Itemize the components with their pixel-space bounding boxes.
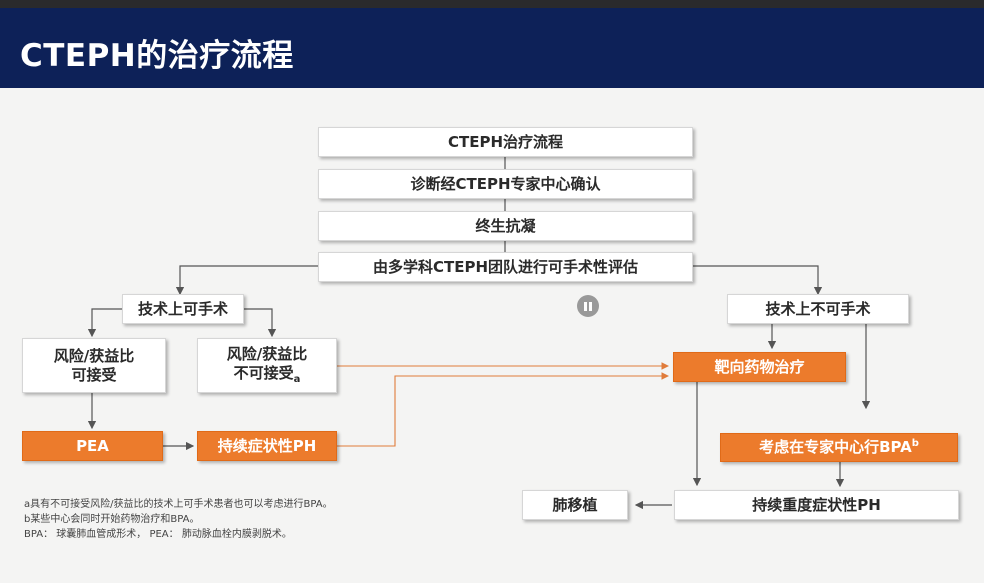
node-operability-assessment: 由多学科CTEPH团队进行可手术性评估 [318,252,693,282]
node-cteph-treatment-flow-label: CTEPH治疗流程 [447,132,564,151]
footnote-marker-b: b [911,438,919,450]
node-risk-acceptable-line1: 风险/获益比 [53,346,135,365]
node-pea-label: PEA [76,436,109,455]
node-operability-assessment-label: 由多学科CTEPH团队进行可手术性评估 [372,257,639,276]
node-targeted-drug-therapy-label: 靶向药物治疗 [714,357,805,376]
node-persistent-symptomatic-ph-label: 持续症状性PH [217,436,317,455]
node-persistent-severe-ph-label: 持续重度症状性PH [752,495,881,514]
node-consider-bpa: 考虑在专家中心行BPAb [720,433,958,462]
slide-title: CTEPH的治疗流程 [20,38,294,74]
node-risk-not-acceptable-line2: 不可接受a [234,364,301,387]
node-risk-acceptable: 风险/获益比 可接受 [22,338,166,393]
node-technically-inoperable: 技术上不可手术 [727,294,909,324]
node-consider-bpa-label: 考虑在专家中心行BPAb [759,438,919,457]
footnote-abbreviations: BPA： 球囊肺血管成形术， PEA： 肺动脉血栓内膜剥脱术。 [24,529,292,540]
node-diagnosis-confirmed: 诊断经CTEPH专家中心确认 [318,169,693,199]
connector-to-risk-ok [87,308,122,338]
node-lung-transplant: 肺移植 [522,490,628,520]
footnote-marker-a: a [293,373,301,385]
node-technically-operable-label: 技术上可手术 [137,299,228,318]
node-consider-bpa-text: 考虑在专家中心行BPA [759,438,912,457]
node-pea: PEA [22,431,163,461]
node-risk-not-acceptable-text: 不可接受 [233,363,294,382]
node-lung-transplant-label: 肺移植 [552,495,598,514]
node-risk-not-acceptable-line1: 风险/获益比 [226,344,308,363]
footnotes: a具有不可接受风险/获益比的技术上可手术患者也可以考虑进行BPA。 b某些中心会… [24,497,333,542]
footnote-a: a具有不可接受风险/获益比的技术上可手术患者也可以考虑进行BPA。 [24,499,333,510]
node-persistent-symptomatic-ph: 持续症状性PH [197,431,337,461]
node-persistent-severe-ph: 持续重度症状性PH [674,490,959,520]
connector-persist-targeted [337,372,670,447]
node-technically-inoperable-label: 技术上不可手术 [765,299,871,318]
connector-to-risk-not-ok [244,308,277,338]
node-diagnosis-confirmed-label: 诊断经CTEPH专家中心确认 [410,174,601,193]
node-risk-acceptable-line2: 可接受 [71,365,117,384]
node-technically-operable: 技术上可手术 [122,294,244,324]
connector-to-inoperable [693,265,823,296]
node-lifelong-anticoagulation-label: 终生抗凝 [475,216,536,235]
pause-cursor-icon[interactable] [577,295,599,317]
node-targeted-drug-therapy: 靶向药物治疗 [673,352,846,382]
node-cteph-treatment-flow: CTEPH治疗流程 [318,127,693,157]
node-risk-not-acceptable: 风险/获益比 不可接受a [197,338,337,393]
footnote-b: b某些中心会同时开始药物治疗和BPA。 [24,514,200,525]
node-lifelong-anticoagulation: 终生抗凝 [318,211,693,241]
window-top-strip [0,0,984,8]
slide-header: CTEPH的治疗流程 [0,8,984,88]
connector-to-operable [175,265,319,296]
